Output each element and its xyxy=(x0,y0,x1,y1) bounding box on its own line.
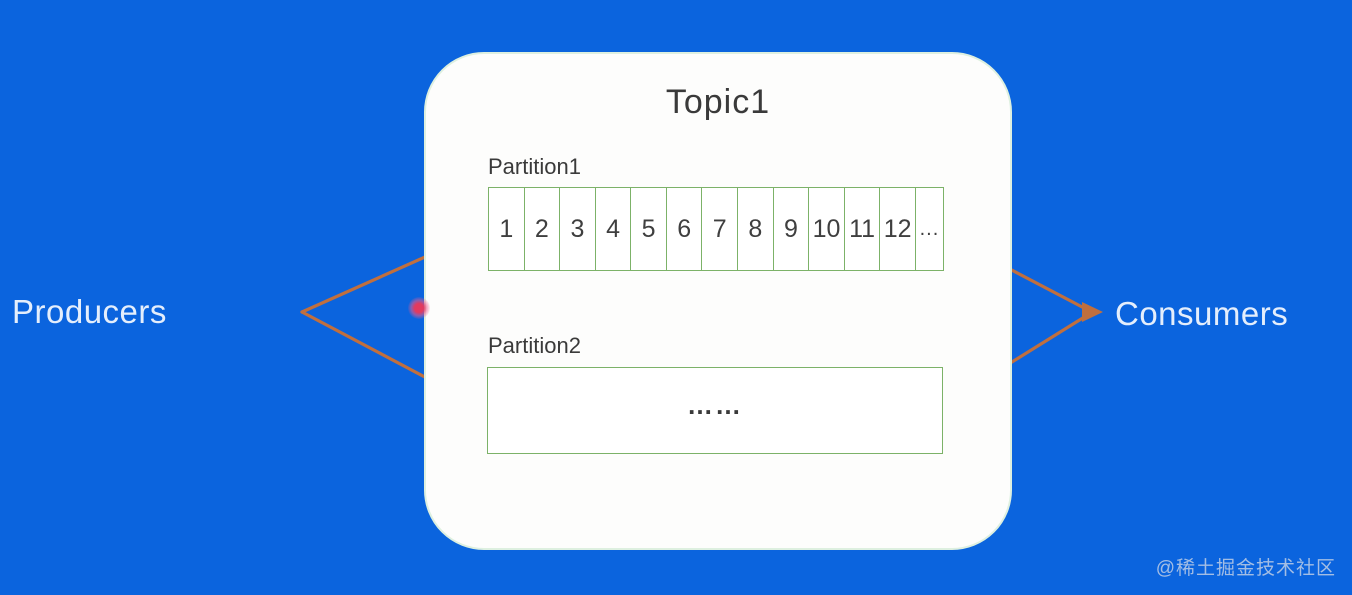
consumer-arrowhead xyxy=(1082,302,1103,322)
consumers-label: Consumers xyxy=(1115,295,1289,332)
watermark-text: @稀土掘金技术社区 xyxy=(1155,558,1336,579)
partition-cell: 9 xyxy=(774,188,810,270)
partition2-box: …… xyxy=(487,367,943,454)
partition-cell: 7 xyxy=(702,188,739,270)
producers-label: Producers xyxy=(12,293,167,330)
partition-cell: 5 xyxy=(631,188,667,270)
laser-pointer-dot xyxy=(408,297,430,319)
partition-cell: 10 xyxy=(809,188,845,270)
partition-cell: ... xyxy=(919,217,940,240)
partition2-label: Partition2 xyxy=(488,333,581,358)
partition-cell: 1 xyxy=(489,188,525,270)
partition-cell: 11 xyxy=(845,188,881,270)
partition1-label: Partition1 xyxy=(488,154,581,179)
partition2-ellipsis: …… xyxy=(687,390,743,420)
partition-cell: 12 xyxy=(880,188,916,270)
partition-cell: 8 xyxy=(738,188,774,270)
partition-cell: 2 xyxy=(525,188,561,270)
partition-cell: 6 xyxy=(667,188,703,270)
partition-cell: 4 xyxy=(596,188,632,270)
topic-title: Topic1 xyxy=(665,83,771,121)
partition-cell: 3 xyxy=(560,188,596,270)
